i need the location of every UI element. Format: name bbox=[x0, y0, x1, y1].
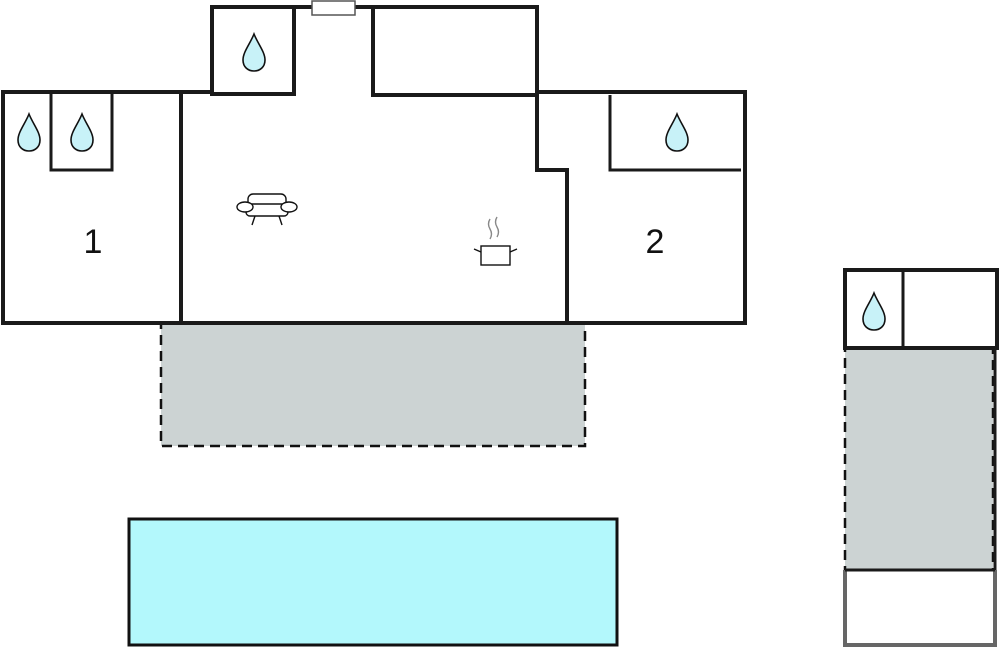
water-drop-icon bbox=[665, 113, 689, 152]
sofa-icon bbox=[236, 193, 298, 226]
annex-room bbox=[843, 268, 999, 350]
water-drop-icon bbox=[862, 292, 886, 331]
pool bbox=[127, 517, 619, 647]
water-drop-icon bbox=[70, 113, 94, 152]
bathroom-top bbox=[210, 5, 296, 96]
bathroom-2 bbox=[608, 95, 741, 172]
window-icon bbox=[311, 0, 356, 16]
annex bbox=[843, 268, 999, 647]
room-2 bbox=[535, 90, 747, 325]
water-drop-icon bbox=[17, 113, 41, 152]
room-1-label: 1 bbox=[84, 223, 103, 261]
cooking-pot-icon bbox=[473, 216, 518, 266]
top-room bbox=[371, 5, 539, 97]
terrace bbox=[159, 321, 587, 448]
bathroom-1 bbox=[49, 90, 114, 172]
room-2-label: 2 bbox=[646, 223, 665, 261]
water-drop-icon bbox=[242, 33, 266, 72]
annex-bottom bbox=[843, 570, 997, 647]
annex-terrace bbox=[843, 346, 995, 572]
house-walls bbox=[1, 5, 747, 325]
